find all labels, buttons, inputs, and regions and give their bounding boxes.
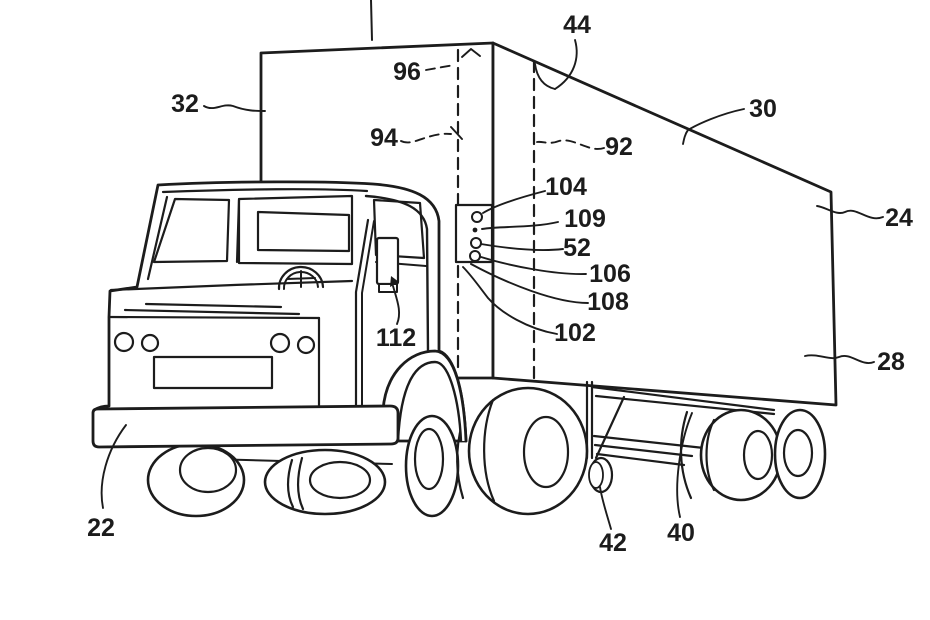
leader-108	[470, 263, 589, 304]
steering-wheel-outer	[277, 265, 325, 291]
ref-label-102: 102	[554, 319, 596, 347]
leader-92	[536, 139, 605, 150]
ref-label-22: 22	[87, 514, 115, 542]
leader-24	[816, 205, 884, 220]
frame-rail-5	[595, 452, 686, 467]
rear-dual-hub-outer	[782, 428, 814, 478]
windshield-right-pane	[237, 194, 354, 266]
windshield-inner-rect	[256, 210, 351, 253]
windshield-left-pane	[152, 197, 231, 264]
ref-label-28: 28	[877, 348, 905, 376]
frame-rail-3	[592, 434, 706, 450]
ref-label-42: 42	[599, 529, 627, 557]
license-plate	[152, 355, 274, 390]
door-front-edge-inner	[361, 220, 375, 408]
ref-label-44: 44	[563, 11, 591, 39]
hood-line-2	[123, 308, 301, 316]
headlight-left-outer	[113, 331, 135, 353]
door-front-edge-outer	[354, 218, 370, 409]
door-device-base	[378, 283, 398, 293]
ref-label-96: 96	[393, 58, 421, 86]
a-pillar-inner-line	[146, 195, 169, 281]
ref-label-52: 52	[563, 234, 591, 262]
leader-102	[462, 266, 558, 335]
rear-fender-inner-arc	[396, 360, 463, 443]
cab-rear-frame-inner	[364, 194, 430, 354]
tandem-wheel-front-hub	[522, 415, 570, 489]
leader-40	[676, 412, 693, 518]
ref-label-106: 106	[589, 260, 631, 288]
frame-rail-1	[590, 385, 776, 412]
panel-port-top	[471, 211, 483, 223]
front-bumper	[91, 404, 400, 449]
leader-94-tick	[450, 126, 463, 140]
trailer-rear-wheels	[699, 408, 827, 502]
headlight-left-inner	[140, 333, 160, 353]
cab-roof-inner-line	[161, 188, 369, 194]
door-device-body	[375, 236, 400, 286]
panel-port-middle	[470, 237, 482, 249]
ref-label-92: 92	[605, 133, 633, 161]
front-wheel-right-seams	[286, 456, 305, 511]
ref-label-40: 40	[667, 519, 695, 547]
leader-112	[392, 285, 400, 325]
leader-96	[425, 64, 455, 71]
leader-lines	[100, 39, 884, 530]
panel-indicator-dot	[472, 227, 478, 233]
leader-30	[682, 108, 745, 145]
ref-label-112: 112	[376, 324, 416, 352]
front-face-top-edge	[107, 315, 321, 320]
rear-fender-fill	[383, 351, 466, 441]
leader-94	[400, 133, 452, 144]
rear-dual-tread-arc	[705, 418, 716, 492]
ref-label-94: 94	[370, 124, 398, 152]
hood-line-1	[144, 302, 283, 309]
ref-label-109: 109	[564, 205, 606, 233]
leader-104	[482, 190, 546, 214]
front-axle	[91, 404, 400, 518]
leader-22	[100, 424, 127, 509]
landing-gear-brace	[594, 395, 626, 460]
ref-label-108: 108	[587, 288, 629, 316]
leader-96-hook	[461, 48, 481, 58]
tractor-rear-wheels	[381, 349, 589, 518]
rear-fender-outer-arc	[381, 349, 468, 443]
leader-44-arc	[534, 63, 556, 90]
leader-32	[203, 104, 266, 112]
frame-rail-4	[593, 443, 694, 458]
front-wheel-right-rim	[308, 460, 372, 500]
ref-label-24: 24	[885, 204, 913, 232]
tandem-wheel-tread-arc	[483, 398, 496, 503]
ref-label-32: 32	[171, 90, 199, 118]
tractor-cab	[92, 180, 468, 443]
panel-port-bottom	[469, 250, 481, 262]
leader-52	[480, 243, 564, 251]
trailer-side-wall	[491, 41, 838, 407]
cowl-beltline	[109, 279, 354, 292]
leader-44	[554, 39, 578, 90]
ref-label-30: 30	[749, 95, 777, 123]
reference-numerals: 22 24 28 30 32 40 42 44 52 92 94 96 102 …	[87, 11, 913, 557]
rear-dual-hub-inner	[742, 429, 774, 481]
door-window	[372, 198, 426, 260]
leader-106	[480, 256, 587, 275]
leader-109	[481, 221, 559, 230]
leader-42	[599, 486, 612, 530]
landing-gear-wheel-inner	[588, 461, 604, 489]
top-edge-artifact-line	[370, 0, 373, 41]
front-wheel-left-rim	[178, 446, 238, 494]
steering-wheel-spokes	[286, 270, 316, 288]
headlight-right-outer	[296, 335, 316, 355]
leader-28	[804, 354, 875, 364]
headlight-right-inner	[269, 332, 291, 354]
leader-112-arrowhead	[390, 276, 399, 287]
tandem-wheel-rear-hub	[413, 427, 445, 491]
ref-label-104: 104	[545, 173, 587, 201]
trailer-undercarriage	[585, 380, 776, 500]
